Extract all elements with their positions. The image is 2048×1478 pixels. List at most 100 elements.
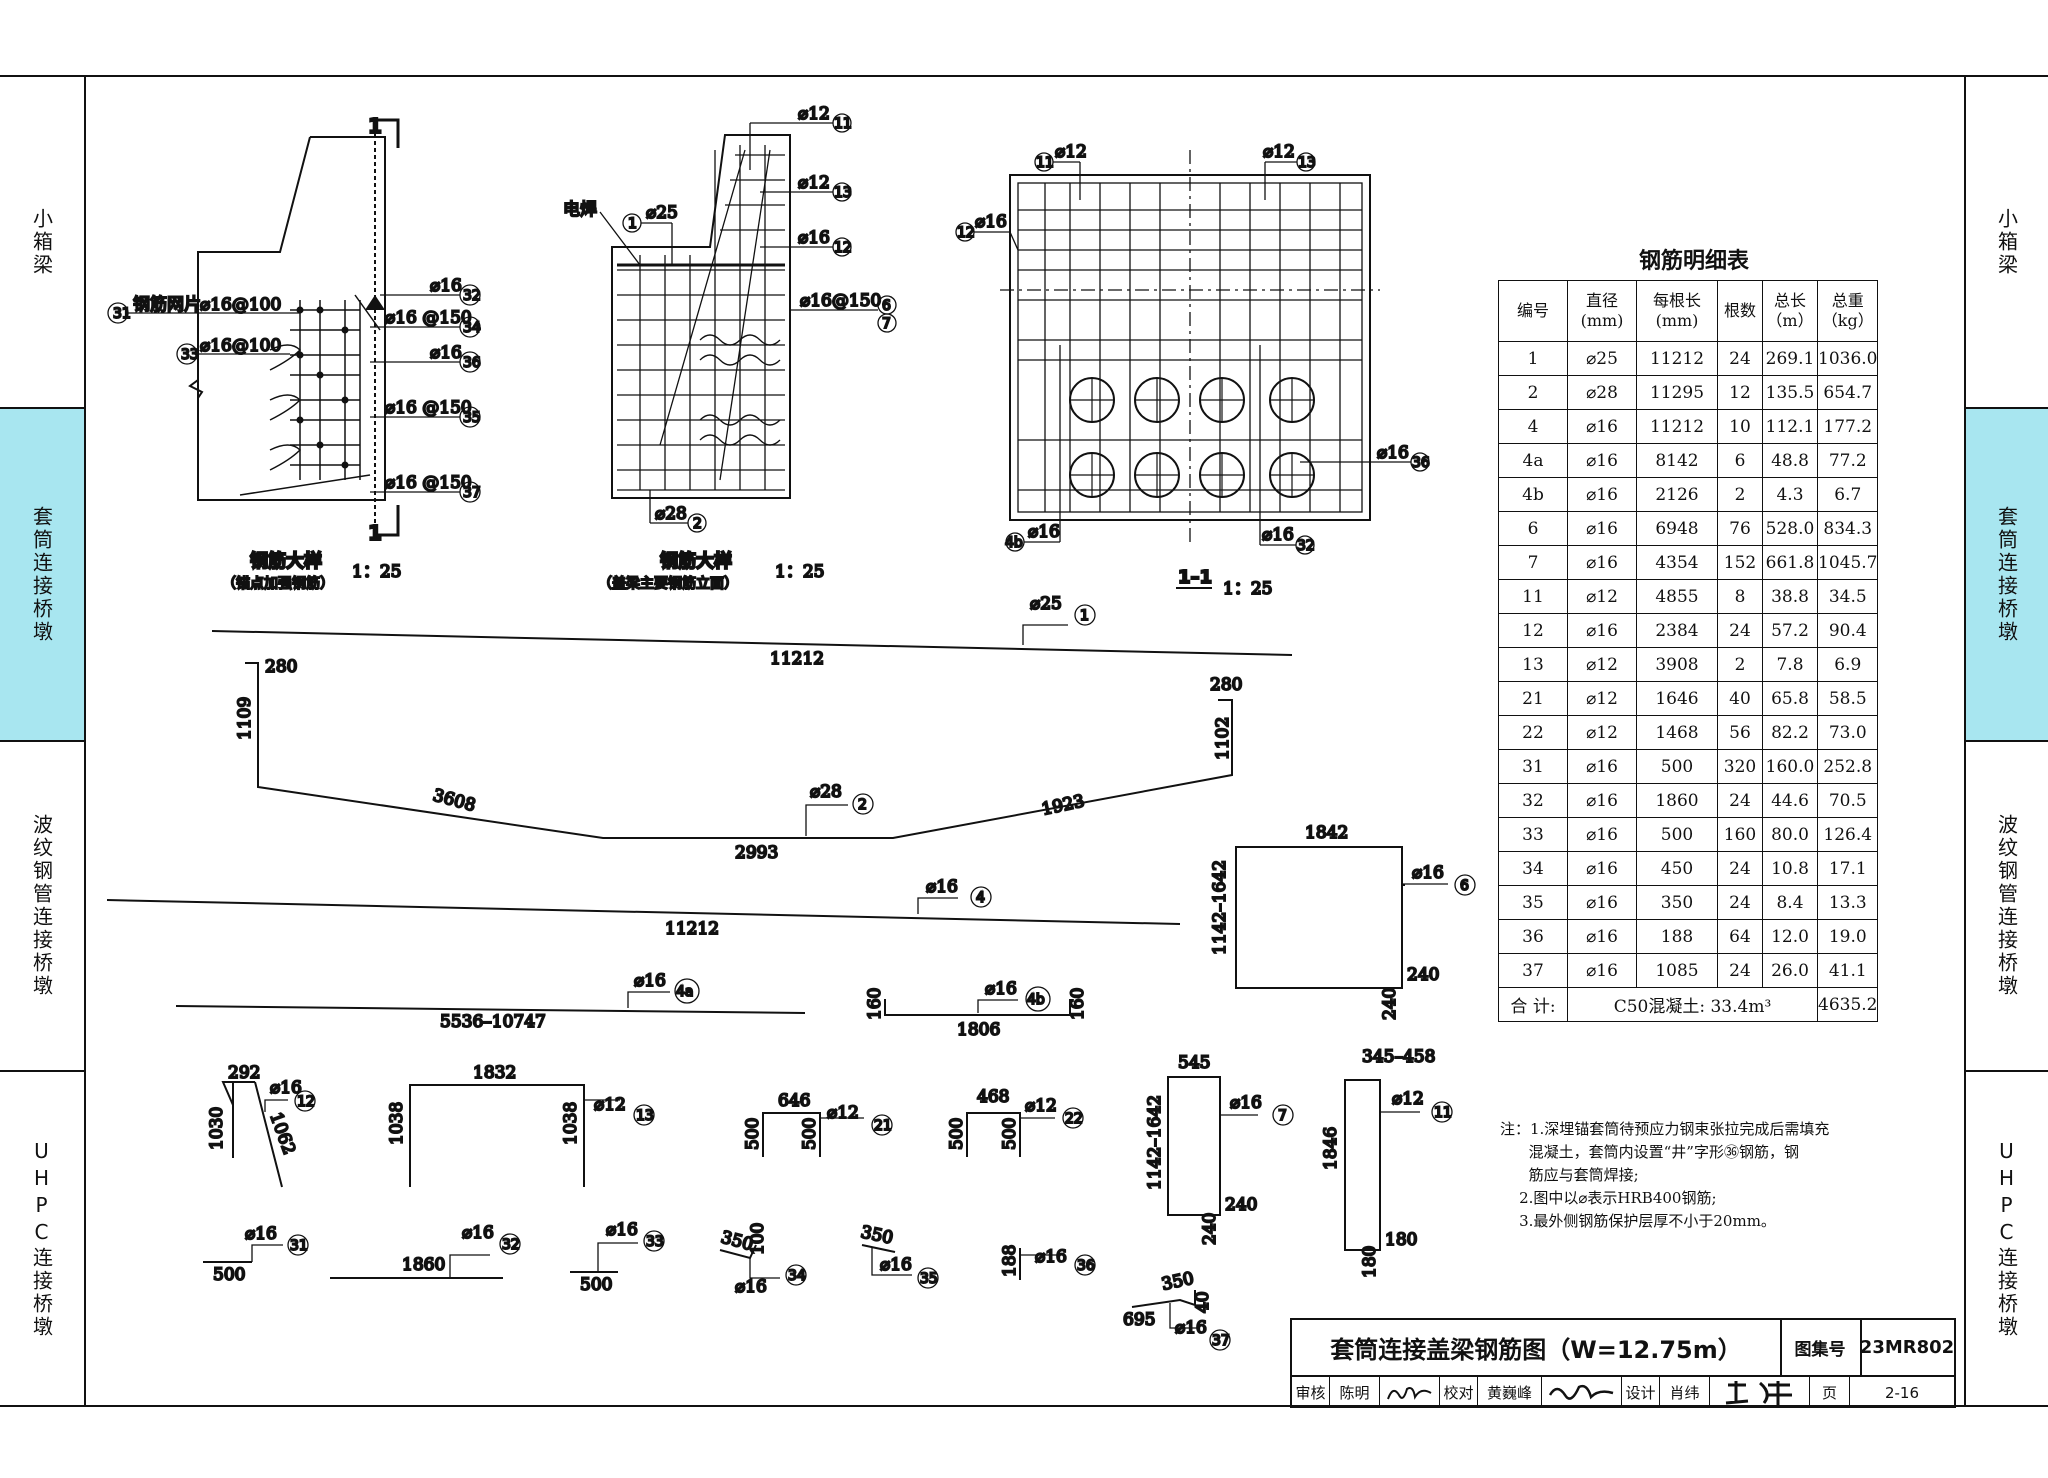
bar22-dia: ⌀12 <box>1025 1096 1057 1116</box>
svg-text:36: 36 <box>463 355 481 371</box>
svg-text:4a: 4a <box>676 984 694 1000</box>
bar11-hook-h: 180 <box>1385 1230 1417 1250</box>
bar2-dia: ⌀28 <box>810 782 842 802</box>
table-cell: 36 <box>1498 919 1568 954</box>
sec-r36-label: ⌀16 <box>1377 443 1409 463</box>
d1-mesh-label: 钢筋网片 <box>133 295 201 315</box>
svg-text:32: 32 <box>463 288 481 304</box>
d1-r32-label: ⌀16 <box>430 276 462 296</box>
table-cell: 31 <box>1498 749 1568 784</box>
table-cell: 252.8 <box>1816 749 1879 784</box>
svg-text:2: 2 <box>693 516 702 532</box>
total-concrete: C50混凝土: 33.4m³ <box>1567 987 1818 1022</box>
right-tab-corrugated-pier[interactable]: 波纹钢管连接桥墩 <box>1966 740 2048 1070</box>
table-cell: 13.3 <box>1816 885 1879 920</box>
table-cell: ⌀12 <box>1567 647 1637 682</box>
left-tab-small-box-girder[interactable]: 小箱梁 <box>29 207 54 277</box>
table-cell: 112.1 <box>1762 409 1818 444</box>
detail2-title: 钢筋大样 <box>660 550 732 572</box>
table-cell: ⌀16 <box>1567 953 1637 988</box>
section-1-1: 11 13 12 36 4b 32 <box>955 150 1431 555</box>
table-cell: 2 <box>1717 647 1763 682</box>
svg-text:33: 33 <box>646 1234 664 1250</box>
bar12-dia: ⌀16 <box>270 1078 302 1098</box>
right-tab-small-box-girder[interactable]: 小箱梁 <box>1994 207 2019 277</box>
total-label: 合 计: <box>1498 987 1568 1022</box>
table-cell: 500 <box>1636 749 1718 784</box>
table-cell: 661.8 <box>1762 545 1818 580</box>
svg-text:4b: 4b <box>1005 535 1023 551</box>
bar12-h: 1030 <box>207 1107 227 1150</box>
left-tab-corrugated-pier[interactable]: 波纹钢管连接桥墩 <box>0 740 84 1070</box>
bar4b-end-r: 160 <box>1068 988 1088 1020</box>
table-cell: 1468 <box>1636 715 1718 750</box>
d1-mesh-spec: ⌀16@100 <box>200 295 281 315</box>
d2-r11-label: ⌀12 <box>798 104 830 124</box>
bar6-w: 1842 <box>1305 823 1348 843</box>
checker-signature <box>1542 1377 1622 1408</box>
table-cell: 24 <box>1717 341 1763 376</box>
detail1-scale: 1：25 <box>352 562 401 582</box>
table-cell: 1036.0 <box>1816 341 1879 376</box>
table-cell: 320 <box>1717 749 1763 784</box>
table-cell: 58.5 <box>1816 681 1879 716</box>
d1-r36-label: ⌀16 <box>430 343 462 363</box>
table-cell: 24 <box>1717 851 1763 886</box>
svg-text:21: 21 <box>874 1118 892 1134</box>
detail2-main-elevation: 1 11 13 12 6 7 2 <box>599 113 897 533</box>
bar32-len: 1860 <box>402 1255 445 1275</box>
table-cell: 177.2 <box>1816 409 1879 444</box>
note-line: 筋应与套筒焊接; <box>1500 1166 1639 1184</box>
sec-r12-label: ⌀16 <box>975 212 1007 232</box>
bar21-w: 646 <box>778 1091 810 1111</box>
sec-r13-label: ⌀12 <box>1263 142 1295 162</box>
d2-r12-label: ⌀16 <box>798 228 830 248</box>
svg-text:11: 11 <box>1434 1105 1452 1121</box>
table-cell: 3908 <box>1636 647 1718 682</box>
bar13-hr: 1038 <box>561 1102 581 1145</box>
bar7-hook-h: 240 <box>1225 1195 1257 1215</box>
table-cell: 21 <box>1498 681 1568 716</box>
bar22-w: 468 <box>977 1087 1009 1107</box>
left-tab-sleeve-pier[interactable]: 套筒连接桥墩 <box>0 407 84 740</box>
bar21-hl: 500 <box>743 1118 763 1150</box>
svg-text:1: 1 <box>1080 608 1089 624</box>
right-tab-sleeve-pier[interactable]: 套筒连接桥墩 <box>1966 407 2048 740</box>
svg-text:36: 36 <box>1412 455 1430 471</box>
bar7-dia: ⌀16 <box>1230 1093 1262 1113</box>
bar11-dia: ⌀12 <box>1392 1089 1424 1109</box>
table-cell: 4855 <box>1636 579 1718 614</box>
right-tab-uhpc-pier[interactable]: UHPC连接桥墩 <box>1966 1070 2048 1406</box>
sec-r11-label: ⌀12 <box>1055 142 1087 162</box>
left-tab-uhpc-pier[interactable]: UHPC连接桥墩 <box>0 1070 84 1406</box>
table-cell: 8142 <box>1636 443 1718 478</box>
table-cell: 13 <box>1498 647 1568 682</box>
drawing-title: 套筒连接盖梁钢筋图（W=12.75m） <box>1292 1320 1782 1375</box>
d1-r34-label: ⌀16 @150 <box>385 308 472 328</box>
bar13-hl: 1038 <box>387 1102 407 1145</box>
svg-text:12: 12 <box>957 225 975 241</box>
table-cell: 126.4 <box>1816 817 1879 852</box>
table-cell: 90.4 <box>1816 613 1879 648</box>
svg-text:35: 35 <box>463 410 481 426</box>
bar2-left-top: 280 <box>265 657 297 677</box>
table-cell: 1860 <box>1636 783 1718 818</box>
svg-text:13: 13 <box>1298 155 1316 171</box>
note-line: 3.最外侧钢筋保护层厚不小于20mm。 <box>1500 1212 1776 1230</box>
table-cell: ⌀16 <box>1567 613 1637 648</box>
table-cell: 37 <box>1498 953 1568 988</box>
d1-r33-label: ⌀16@100 <box>200 336 281 356</box>
bar6-hook-v: 240 <box>1380 988 1400 1020</box>
table-cell: ⌀25 <box>1567 341 1637 376</box>
table-cell: 65.8 <box>1762 681 1818 716</box>
svg-text:6: 6 <box>882 298 891 314</box>
reviewer-signature <box>1380 1377 1440 1408</box>
table-cell: 834.3 <box>1816 511 1879 546</box>
